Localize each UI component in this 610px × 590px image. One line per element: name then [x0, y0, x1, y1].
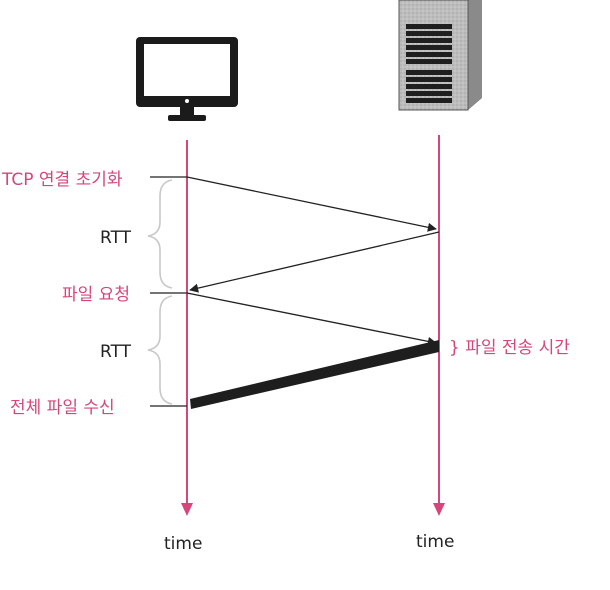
rtt-brace-2	[147, 295, 173, 405]
client-time-label: time	[164, 534, 202, 554]
full-file-received-label: 전체 파일 수신	[10, 398, 115, 418]
file-request-label: 파일 요청	[62, 285, 130, 305]
file-transfer-time-label: } 파일 전송 시간	[449, 338, 570, 358]
server-tower-icon	[398, 0, 482, 111]
server-time-arrowhead-icon	[433, 503, 445, 516]
server-drive-bays	[406, 24, 452, 103]
desktop-monitor-icon	[136, 37, 238, 121]
syn-arrow	[186, 176, 437, 232]
tcp-init-label: TCP 연결 초기화	[1, 170, 123, 190]
server-time-label: time	[416, 532, 454, 552]
synack-arrow	[189, 231, 440, 293]
rtt-brace-1	[147, 179, 173, 289]
server-timeline	[433, 135, 445, 516]
file-request-arrow	[186, 292, 437, 346]
rtt-label-2: RTT	[100, 342, 132, 362]
client-time-arrowhead-icon	[181, 503, 193, 516]
file-transfer-band	[190, 340, 439, 409]
rtt-label-1: RTT	[100, 228, 132, 248]
client-timeline	[181, 140, 193, 516]
